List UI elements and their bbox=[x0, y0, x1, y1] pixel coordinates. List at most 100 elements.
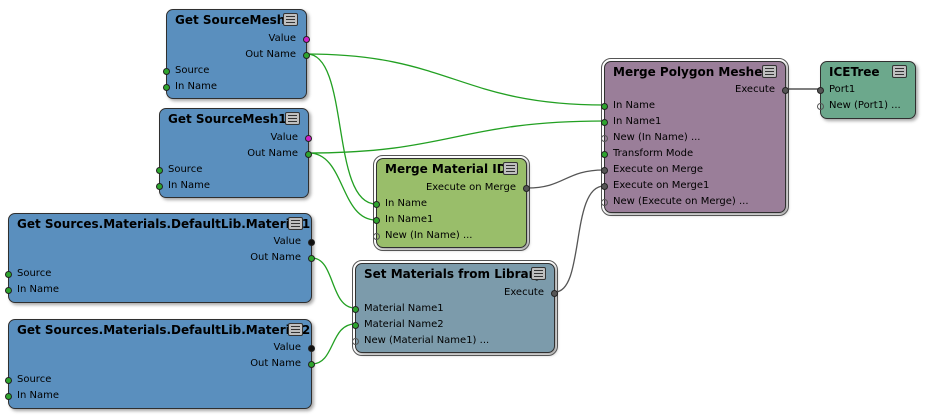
node-title: Merge Polygon Meshes bbox=[613, 65, 770, 79]
port-dot[interactable] bbox=[352, 306, 359, 313]
port-dot[interactable] bbox=[817, 87, 824, 94]
port-dot[interactable] bbox=[601, 119, 608, 126]
port-dot[interactable] bbox=[601, 151, 608, 158]
port-dot[interactable] bbox=[5, 271, 12, 278]
node-menu-icon[interactable] bbox=[288, 323, 303, 336]
wire bbox=[308, 152, 377, 221]
port-in-name: In Name bbox=[168, 180, 210, 191]
port-in-name: In Name bbox=[175, 81, 217, 92]
port-dot[interactable] bbox=[5, 287, 12, 294]
port-source: Source bbox=[17, 374, 52, 385]
port-value: Value bbox=[270, 132, 298, 143]
node-title: Merge Material ID bbox=[385, 162, 507, 176]
port-dot[interactable] bbox=[817, 103, 824, 110]
port-dot[interactable] bbox=[373, 233, 380, 240]
node-menu-icon[interactable] bbox=[531, 267, 546, 280]
port-dot[interactable] bbox=[373, 217, 380, 224]
port-new-material-name1: New (Material Name1) ... bbox=[364, 335, 490, 346]
wire bbox=[308, 120, 605, 154]
port-in-name: In Name bbox=[17, 284, 59, 295]
port-dot[interactable] bbox=[305, 135, 312, 142]
port-dot[interactable] bbox=[5, 393, 12, 400]
port-execute-on-merge: Execute on Merge bbox=[425, 182, 516, 193]
port-out-name: Out Name bbox=[250, 252, 301, 263]
wire bbox=[306, 53, 605, 106]
port-out-name: Out Name bbox=[245, 49, 296, 60]
port-transform-mode: Transform Mode bbox=[613, 148, 694, 159]
node-title: Get SourceMesh1 bbox=[168, 112, 287, 126]
node-merge-material-id[interactable]: Merge Material ID Execute on Merge In Na… bbox=[373, 155, 530, 251]
node-menu-icon[interactable] bbox=[892, 65, 907, 78]
wire bbox=[526, 169, 605, 189]
node-title: Get Sources.Materials.DefaultLib.Materia… bbox=[17, 323, 311, 337]
wire bbox=[306, 53, 377, 205]
port-dot[interactable] bbox=[305, 151, 312, 158]
port-dot[interactable] bbox=[352, 322, 359, 329]
node-title: Set Materials from Library bbox=[364, 267, 543, 281]
port-source: Source bbox=[175, 65, 210, 76]
port-dot[interactable] bbox=[308, 361, 315, 368]
port-in-name: In Name bbox=[613, 100, 655, 111]
port-execute-on-merge: Execute on Merge bbox=[613, 164, 704, 175]
node-merge-polygon-meshes[interactable]: Merge Polygon Meshes Execute In Name In … bbox=[601, 58, 789, 216]
node-menu-icon[interactable] bbox=[288, 217, 303, 230]
port-dot[interactable] bbox=[5, 377, 12, 384]
node-get-material2[interactable]: Get Sources.Materials.DefaultLib.Materia… bbox=[5, 319, 315, 409]
node-get-sourcemesh[interactable]: Get SourceMesh Value Out Name Source In … bbox=[163, 9, 310, 99]
port-value: Value bbox=[268, 33, 296, 44]
port-execute-on-merge1: Execute on Merge1 bbox=[613, 180, 710, 191]
wire bbox=[311, 257, 356, 309]
port-dot[interactable] bbox=[601, 167, 608, 174]
port-source: Source bbox=[17, 268, 52, 279]
port-in-name1: In Name1 bbox=[385, 214, 434, 225]
port-dot[interactable] bbox=[163, 68, 170, 75]
node-icetree[interactable]: ICETree Port1 New (Port1) ... bbox=[817, 61, 916, 119]
port-new-in-name: New (In Name) ... bbox=[385, 230, 473, 241]
port-execute: Execute bbox=[735, 84, 775, 95]
port-dot[interactable] bbox=[156, 167, 163, 174]
port-value: Value bbox=[273, 342, 301, 353]
port-dot[interactable] bbox=[163, 84, 170, 91]
port-new-execute-on-merge: New (Execute on Merge) ... bbox=[613, 196, 749, 207]
node-title: Get SourceMesh bbox=[175, 13, 286, 27]
port-dot[interactable] bbox=[782, 87, 789, 94]
port-dot[interactable] bbox=[303, 52, 310, 59]
port-dot[interactable] bbox=[551, 290, 558, 297]
node-set-materials-from-library[interactable]: Set Materials from Library Execute Mater… bbox=[352, 260, 558, 356]
port-dot[interactable] bbox=[308, 345, 315, 352]
node-menu-icon[interactable] bbox=[283, 13, 298, 26]
port-dot[interactable] bbox=[601, 103, 608, 110]
port-source: Source bbox=[168, 164, 203, 175]
wire bbox=[311, 323, 356, 365]
node-menu-icon[interactable] bbox=[503, 162, 518, 175]
port-in-name: In Name bbox=[385, 198, 427, 209]
port-dot[interactable] bbox=[308, 255, 315, 262]
port-dot[interactable] bbox=[308, 239, 315, 246]
port-dot[interactable] bbox=[601, 135, 608, 142]
port-dot[interactable] bbox=[601, 183, 608, 190]
port-dot[interactable] bbox=[523, 185, 530, 192]
node-title: ICETree bbox=[829, 65, 880, 79]
port-dot[interactable] bbox=[601, 199, 608, 206]
node-title: Get Sources.Materials.DefaultLib.Materia… bbox=[17, 217, 311, 231]
node-get-material1[interactable]: Get Sources.Materials.DefaultLib.Materia… bbox=[5, 213, 315, 303]
port-in-name1: In Name1 bbox=[613, 116, 662, 127]
port-out-name: Out Name bbox=[250, 358, 301, 369]
port-execute: Execute bbox=[504, 287, 544, 298]
port-dot[interactable] bbox=[303, 36, 310, 43]
port-port1: Port1 bbox=[829, 84, 856, 95]
port-out-name: Out Name bbox=[247, 148, 298, 159]
port-material-name2: Material Name2 bbox=[364, 319, 444, 330]
port-new-port1: New (Port1) ... bbox=[829, 100, 901, 111]
port-dot[interactable] bbox=[352, 338, 359, 345]
port-dot[interactable] bbox=[156, 183, 163, 190]
node-menu-icon[interactable] bbox=[285, 112, 300, 125]
port-dot[interactable] bbox=[373, 201, 380, 208]
port-material-name1: Material Name1 bbox=[364, 303, 444, 314]
port-value: Value bbox=[273, 236, 301, 247]
node-get-sourcemesh1[interactable]: Get SourceMesh1 Value Out Name Source In… bbox=[156, 108, 312, 198]
node-menu-icon[interactable] bbox=[762, 65, 777, 78]
port-new-in-name: New (In Name) ... bbox=[613, 132, 701, 143]
wire bbox=[554, 185, 605, 293]
port-in-name: In Name bbox=[17, 390, 59, 401]
